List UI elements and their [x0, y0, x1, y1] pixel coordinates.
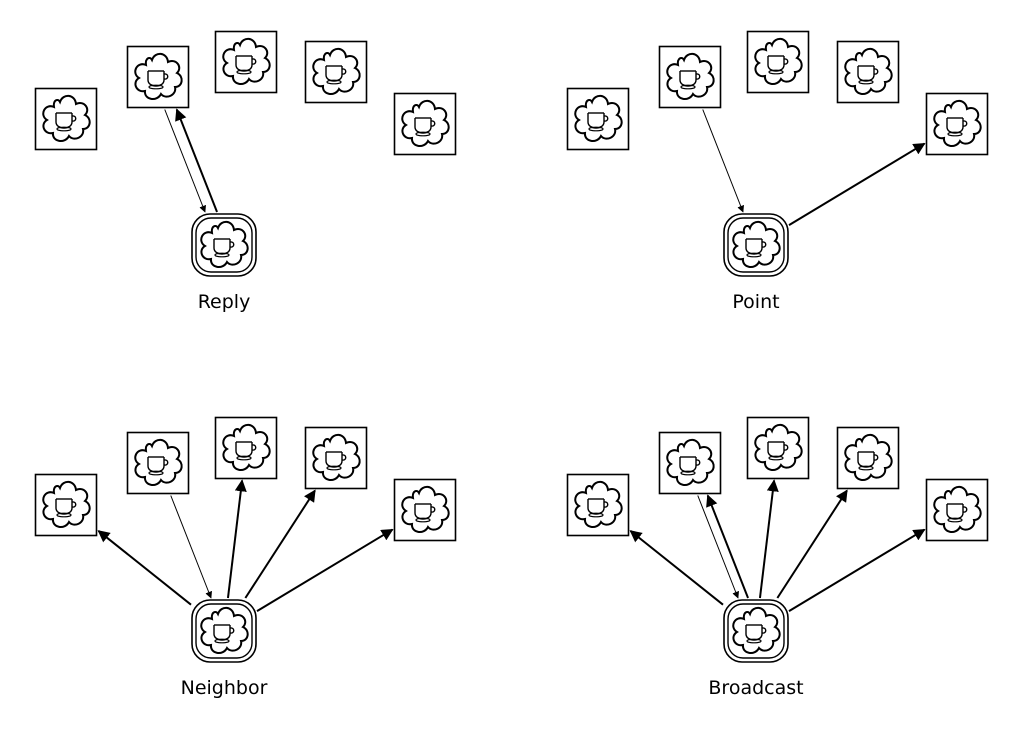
peer-node — [566, 473, 630, 537]
outgoing-message-arrow — [758, 479, 779, 599]
arrows — [629, 479, 926, 612]
peer-node — [304, 40, 368, 104]
diagram-point: Point — [566, 30, 989, 313]
outgoing-message-arrow — [226, 479, 247, 599]
peer-node — [34, 87, 98, 151]
peer-node — [836, 426, 900, 490]
peer-node — [126, 45, 190, 109]
sender-node — [191, 599, 257, 663]
peer-node — [393, 92, 457, 156]
outgoing-message-arrow — [256, 528, 394, 612]
incoming-message-arrow — [702, 109, 744, 213]
diagram-reply: Reply — [34, 30, 457, 313]
peer-node — [126, 431, 190, 495]
diagram-caption-neighbor: Neighbor — [181, 677, 268, 699]
peer-nodes — [566, 30, 989, 156]
sender-node — [723, 599, 789, 663]
sender-node-icon-group — [723, 599, 789, 663]
peer-node — [214, 416, 278, 480]
arrows — [702, 109, 926, 226]
outgoing-message-arrow — [788, 528, 926, 612]
outgoing-message-arrow — [97, 530, 192, 606]
sender-node-icon-group — [723, 213, 789, 277]
sender-node — [723, 213, 789, 277]
arrows — [164, 108, 218, 213]
peer-node — [925, 478, 989, 542]
peer-nodes — [34, 416, 457, 542]
outgoing-message-arrow — [706, 494, 749, 599]
peer-node — [566, 87, 630, 151]
incoming-message-arrow — [170, 495, 212, 599]
outgoing-message-arrow — [175, 108, 218, 213]
peer-nodes — [566, 416, 989, 542]
diagram-caption-reply: Reply — [198, 291, 251, 313]
peer-node — [746, 30, 810, 94]
peer-node — [34, 473, 98, 537]
peer-node — [393, 478, 457, 542]
peer-node — [925, 92, 989, 156]
peer-node — [304, 426, 368, 490]
sender-node-icon-group — [191, 599, 257, 663]
arrows — [97, 479, 394, 612]
incoming-message-arrow — [697, 495, 739, 599]
diagram-neighbor: Neighbor — [34, 416, 457, 699]
diagram-broadcast: Broadcast — [566, 416, 989, 699]
sender-node — [191, 213, 257, 277]
outgoing-message-arrow — [788, 142, 926, 226]
outgoing-message-arrow — [776, 489, 848, 599]
peer-node — [836, 40, 900, 104]
peer-node — [658, 45, 722, 109]
sender-node-icon-group — [191, 213, 257, 277]
outgoing-message-arrow — [629, 530, 724, 606]
peer-node — [214, 30, 278, 94]
diagram-caption-point: Point — [732, 291, 779, 313]
outgoing-message-arrow — [244, 489, 316, 599]
incoming-message-arrow — [164, 109, 206, 213]
diagram-caption-broadcast: Broadcast — [708, 677, 803, 699]
peer-node — [746, 416, 810, 480]
peer-node — [658, 431, 722, 495]
peer-nodes — [34, 30, 457, 156]
